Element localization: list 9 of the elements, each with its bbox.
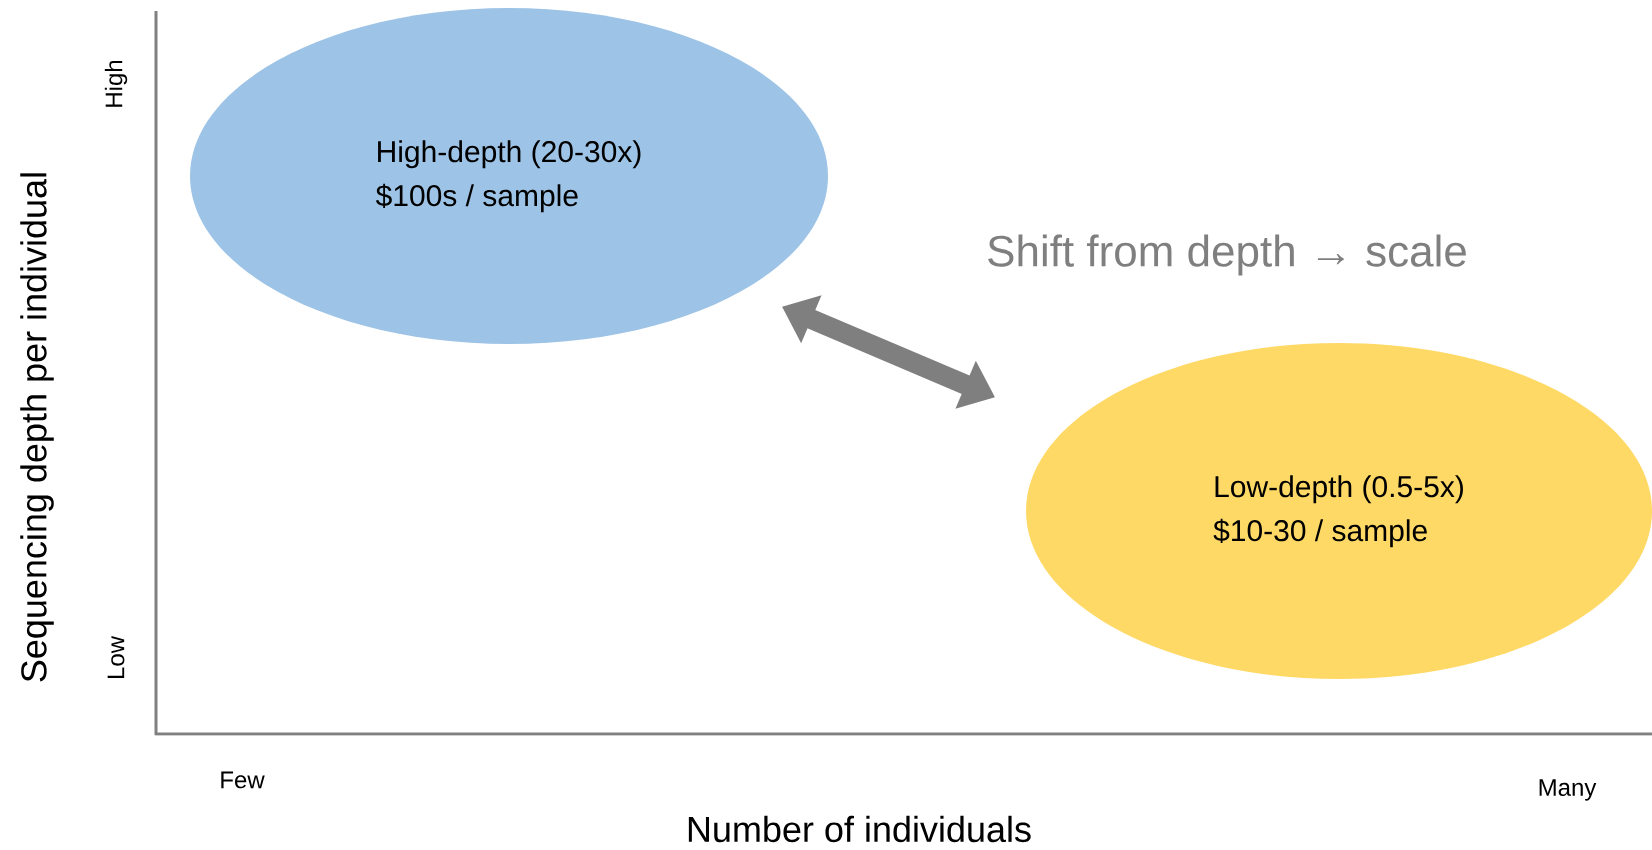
axis-tick-label: Many	[1539, 779, 1597, 801]
axis-tick-label: Few	[221, 771, 265, 789]
axis-tick-label: Low	[107, 635, 125, 679]
ellipse-region: Low-depth (0.5-5x) $10-30 / sample	[1026, 343, 1652, 679]
axis-title: Sequencing depth per individual	[20, 173, 54, 682]
axis-tick-label: High	[104, 60, 128, 107]
heading: Shift from depth → scale	[988, 234, 1466, 276]
ellipse-region: High-depth (20-30x) $100s / sample	[190, 8, 828, 344]
axis-title: Number of individuals	[688, 815, 1031, 843]
